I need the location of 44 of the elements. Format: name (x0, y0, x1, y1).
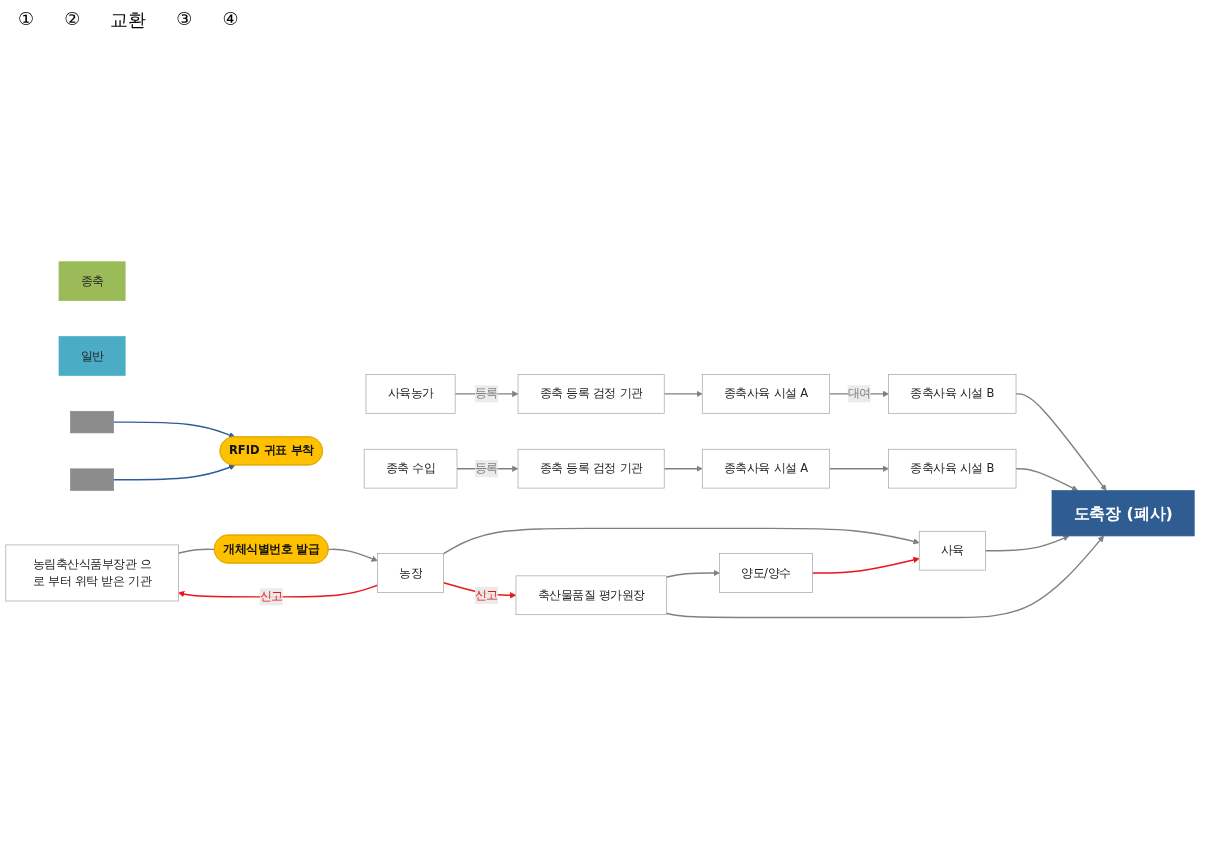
callout-text: 교환 (109, 8, 148, 32)
arrow (665, 570, 720, 579)
callout-text: ③ (175, 7, 194, 31)
arrow (1015, 468, 1079, 492)
arrow (442, 528, 920, 555)
node-box: 양도/양수 (719, 553, 813, 594)
callout-text: ④ (221, 7, 240, 31)
node-box: 종축사육 시설 B (888, 374, 1017, 415)
arrow (112, 421, 236, 439)
node-box: 농림축산식품부장관 으로 부터 위탁 받은 기관 (5, 544, 179, 602)
arrow (984, 535, 1070, 552)
node-box: 사육농가 (365, 374, 456, 415)
node-box: 일반 (58, 336, 126, 377)
node-box: 도축장 (폐사) (1051, 490, 1195, 537)
arrow (442, 582, 517, 599)
node-box: 종축사육 시설 A (701, 374, 830, 415)
node-box: 사육 (918, 531, 986, 571)
arrow (811, 557, 920, 575)
arrow (327, 548, 378, 562)
node-box: 종축 (58, 261, 126, 302)
arrow (663, 391, 703, 398)
edge-label: 신고 (474, 588, 498, 603)
node-box: 종축사육 시설 A (701, 449, 830, 489)
arrow (112, 464, 236, 481)
node-box: 농장 (377, 553, 444, 594)
arrow (663, 465, 703, 473)
node-box: 종축 등록 검정 기관 (517, 374, 665, 415)
edge-label: 신고 (259, 590, 283, 604)
arrow (828, 465, 889, 473)
node-box: 종축사육 시설 B (888, 449, 1017, 489)
arrow (665, 536, 1105, 619)
edge-label: 등록 (474, 387, 498, 401)
callout-text: ② (63, 7, 82, 31)
node-bar (70, 411, 114, 434)
edge-label: 등록 (474, 461, 498, 476)
edge-label: 대여 (847, 387, 871, 401)
node-bar (70, 468, 114, 492)
node-box: 종축 수입 (363, 449, 458, 489)
callout-text: ① (17, 7, 36, 31)
arrow (1015, 393, 1107, 492)
connector (177, 548, 216, 555)
arrow (178, 584, 379, 598)
node-box: 종축 등록 검정 기관 (517, 449, 665, 489)
node-box: 축산물품질 평가원장 (515, 575, 667, 616)
